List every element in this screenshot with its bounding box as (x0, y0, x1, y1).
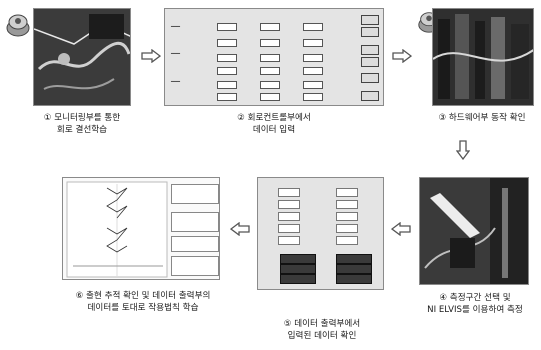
step-2-caption: ② 회로컨트롤부에서 데이터 입력 (214, 112, 334, 136)
output-bar (280, 274, 316, 284)
output-bar (280, 264, 316, 274)
control-button[interactable] (361, 57, 379, 67)
data-cell (336, 212, 358, 221)
step-6-caption: ⑥ 출현 추적 확인 및 데이터 출력부의 데이터를 토대로 작용법칙 학습 (40, 290, 246, 314)
input-box[interactable] (217, 23, 237, 31)
caption-line: ④ 측정구간 선택 및 (439, 293, 511, 303)
caption-line: 회로 결선학습 (56, 125, 108, 135)
control-button[interactable] (361, 91, 379, 101)
info-box (171, 236, 219, 252)
caption-line: ⑥ 출현 추적 확인 및 데이터 출력부의 (75, 291, 211, 301)
hardware-photo (433, 9, 533, 105)
row-label: ━━━ (171, 79, 181, 85)
output-bar (336, 264, 372, 274)
caption-line: ① 모니터링부를 통한 (43, 113, 121, 123)
info-box (171, 256, 219, 276)
output-bar (280, 254, 316, 264)
output-bar (336, 274, 372, 284)
waveform-graph (66, 181, 168, 278)
step-1-photo (33, 8, 131, 106)
input-box[interactable] (303, 93, 323, 101)
info-box (171, 184, 219, 204)
caption-line: ② 회로컨트롤부에서 (237, 113, 311, 123)
input-box[interactable] (260, 54, 280, 62)
control-button[interactable] (361, 45, 379, 55)
circuit-photo-1 (34, 9, 130, 105)
input-box[interactable] (303, 39, 323, 47)
input-box[interactable] (260, 23, 280, 31)
row-label: ━━━ (171, 51, 181, 57)
caption-line: ③ 하드웨어부 동작 확인 (438, 113, 526, 123)
input-box[interactable] (260, 81, 280, 89)
caption-line: 입력된 데이터 확인 (287, 331, 357, 341)
step-1-caption: ① 모니터링부를 통한 회로 결선학습 (28, 112, 136, 136)
data-cell (336, 188, 358, 197)
arrow-left-icon (391, 222, 411, 236)
arrow-down-icon (456, 140, 470, 160)
output-bar (336, 254, 372, 264)
input-box[interactable] (217, 67, 237, 75)
input-box[interactable] (217, 39, 237, 47)
data-cell (278, 200, 300, 209)
input-box[interactable] (303, 81, 323, 89)
input-box[interactable] (217, 93, 237, 101)
step-5-caption: ⑤ 데이터 출력부에서 입력된 데이터 확인 (262, 318, 382, 342)
step-6-graph-panel (62, 177, 220, 280)
step-3-caption: ③ 하드웨어부 동작 확인 (424, 112, 540, 124)
input-box[interactable] (260, 93, 280, 101)
input-box[interactable] (260, 67, 280, 75)
control-button[interactable] (361, 73, 379, 83)
arrow-right-icon (392, 49, 412, 63)
caption-line: ⑤ 데이터 출력부에서 (283, 319, 361, 329)
step-2-control-panel: ━━━ ━━━ ━━━ (164, 8, 384, 106)
control-button[interactable] (361, 15, 379, 25)
data-cell (278, 212, 300, 221)
measurement-photo (420, 178, 528, 284)
knob-icon (6, 14, 30, 37)
input-box[interactable] (303, 67, 323, 75)
row-label: ━━━ (171, 24, 181, 30)
input-box[interactable] (217, 81, 237, 89)
step-4-caption: ④ 측정구간 선택 및 NI ELVIS를 이용하여 측정 (412, 292, 538, 316)
data-cell (278, 224, 300, 233)
step-4-photo (419, 177, 529, 285)
info-box (171, 212, 219, 232)
data-cell (336, 224, 358, 233)
data-cell (278, 188, 300, 197)
caption-line: 데이터 입력 (252, 125, 296, 135)
input-box[interactable] (217, 54, 237, 62)
arrow-left-icon (230, 222, 250, 236)
data-cell (336, 200, 358, 209)
data-cell (336, 236, 358, 245)
input-box[interactable] (260, 39, 280, 47)
arrow-right-icon (141, 49, 161, 63)
caption-line: NI ELVIS를 이용하여 측정 (427, 305, 523, 315)
caption-line: 데이터를 토대로 작용법칙 학습 (87, 303, 199, 313)
step-5-data-output-panel (257, 177, 384, 290)
step-3-photo (432, 8, 534, 106)
input-box[interactable] (303, 23, 323, 31)
input-box[interactable] (303, 54, 323, 62)
data-cell (278, 236, 300, 245)
control-button[interactable] (361, 27, 379, 37)
